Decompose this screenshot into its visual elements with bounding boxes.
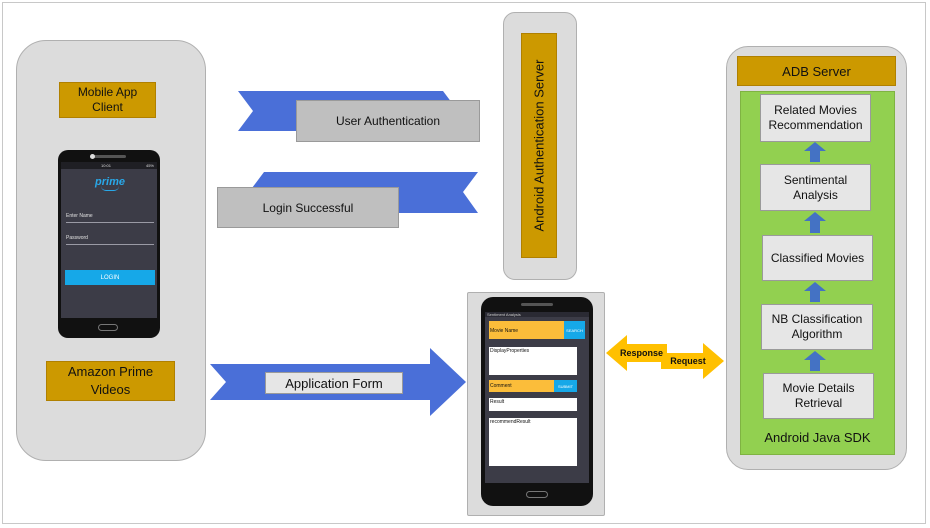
prime-logo-text: prime xyxy=(95,176,125,188)
step-classified-movies-label: Classified Movies xyxy=(770,250,865,265)
form-home-button xyxy=(526,491,548,498)
form-phone-speaker xyxy=(521,303,553,306)
step-sentimental-analysis-label: Sentimental Analysis xyxy=(783,172,848,202)
client-caption: Amazon Prime Videos xyxy=(67,364,154,397)
home-button xyxy=(98,324,118,331)
enter-name-placeholder: Enter Name xyxy=(66,213,93,219)
display-properties-label: DisplayProperties xyxy=(490,348,530,354)
login-screen: 10:01 45% prime Enter Name Password LOGI… xyxy=(61,162,157,318)
step-classified-movies: Classified Movies xyxy=(762,235,873,281)
result-area: Result xyxy=(489,398,577,411)
recommend-result-area: recommendResult xyxy=(489,418,577,466)
up-arrow-icon xyxy=(804,351,826,371)
recommend-result-label: recommendResult xyxy=(490,419,531,425)
prime-logo: prime xyxy=(94,176,126,191)
search-button[interactable]: SEARCH xyxy=(564,321,585,339)
user-auth-label: User Authentication xyxy=(335,114,441,128)
phone-speaker xyxy=(92,155,126,158)
request-arrow-shape xyxy=(661,343,724,379)
client-title: Mobile App Client xyxy=(77,85,138,114)
submit-button-label: SUBMIT xyxy=(557,383,574,389)
search-button-label: SEARCH xyxy=(566,327,583,333)
password-placeholder: Password xyxy=(66,235,88,241)
step-sentimental-analysis: Sentimental Analysis xyxy=(760,164,871,211)
step-related-movies-label: Related Movies Recommendation xyxy=(768,103,863,132)
comment-input[interactable]: Comment xyxy=(489,380,554,392)
phone-camera xyxy=(90,154,95,159)
adb-title: ADB Server xyxy=(782,63,851,79)
password-field[interactable]: Password xyxy=(66,235,154,245)
step-nb-classification: NB Classification Algorithm xyxy=(761,304,873,350)
status-time: 10:01 xyxy=(101,163,112,168)
up-arrow-icon xyxy=(804,142,826,162)
up-arrow-icon xyxy=(804,212,826,233)
sdk-label: Android Java SDK xyxy=(764,430,871,445)
client-title-box: Mobile App Client xyxy=(59,82,156,118)
movie-name-placeholder: Movie Name xyxy=(490,328,519,334)
response-label: Response xyxy=(620,348,664,358)
step-movie-details-label: Movie Details Retrieval xyxy=(782,381,855,410)
form-screen: Sentiment Analysis Movie Name SEARCH Dis… xyxy=(485,312,589,483)
result-label: Result xyxy=(490,399,505,405)
display-properties-area: DisplayProperties xyxy=(489,347,577,375)
enter-name-field[interactable]: Enter Name xyxy=(66,213,154,223)
step-movie-details: Movie Details Retrieval xyxy=(763,373,874,419)
login-button[interactable]: LOGIN xyxy=(65,270,155,285)
form-top-bar: Sentiment Analysis xyxy=(485,312,589,317)
login-success-label-box: Login Successful xyxy=(217,187,399,228)
comment-placeholder: Comment xyxy=(490,383,512,389)
user-auth-label-box: User Authentication xyxy=(296,100,480,142)
prime-smile-icon xyxy=(101,186,119,191)
login-phone: 10:01 45% prime Enter Name Password LOGI… xyxy=(58,150,160,338)
step-nb-classification-label: NB Classification Algorithm xyxy=(771,312,863,341)
status-battery: 45% xyxy=(145,163,154,168)
step-related-movies: Related Movies Recommendation xyxy=(760,94,871,142)
request-label: Request xyxy=(670,356,706,366)
form-top-bar-title: Sentiment Analysis xyxy=(487,312,521,317)
status-bar: 10:01 45% xyxy=(61,162,157,169)
client-caption-box: Amazon Prime Videos xyxy=(46,361,175,401)
auth-server-box: Android Authentication Server xyxy=(521,33,557,258)
login-success-label: Login Successful xyxy=(262,200,354,215)
form-phone: Sentiment Analysis Movie Name SEARCH Dis… xyxy=(481,297,593,506)
application-form-label-box: Application Form xyxy=(265,372,403,394)
response-arrow-shape xyxy=(606,335,667,371)
movie-name-input[interactable]: Movie Name xyxy=(489,321,564,339)
up-arrow-icon xyxy=(804,282,826,302)
login-button-label: LOGIN xyxy=(100,274,120,281)
submit-button[interactable]: SUBMIT xyxy=(554,380,577,392)
adb-title-box: ADB Server xyxy=(737,56,896,86)
application-form-label: Application Form xyxy=(285,375,383,391)
